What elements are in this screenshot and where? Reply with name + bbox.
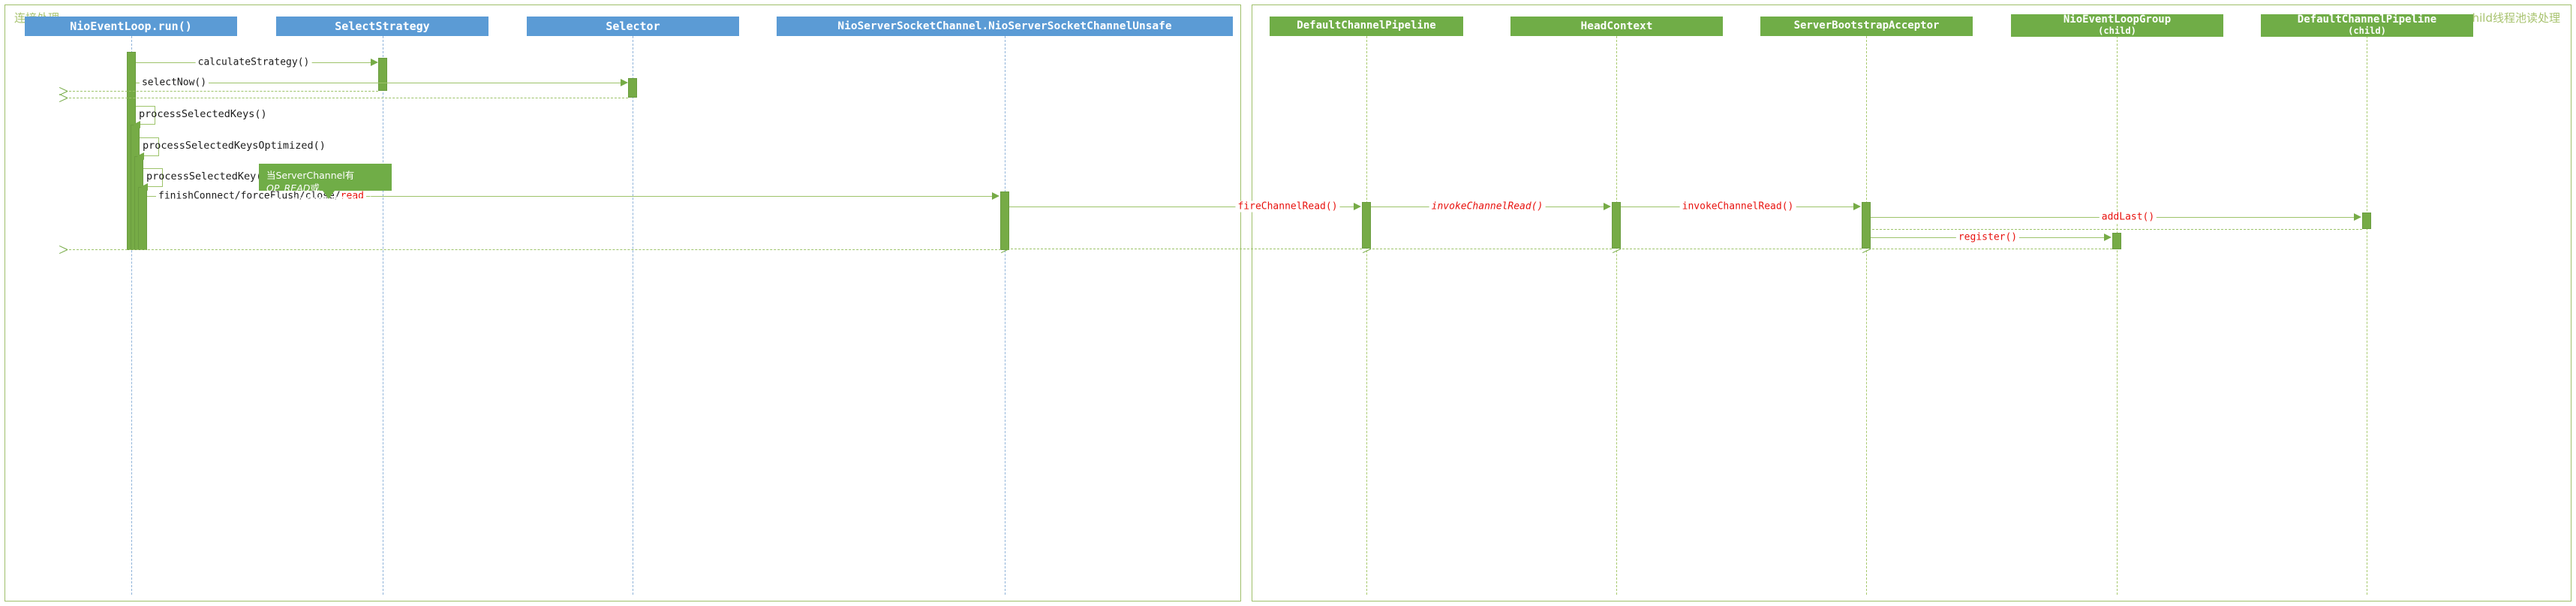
selfcall-bracket-processselectedkeysoptimized bbox=[140, 137, 159, 156]
activation-nioeventloop-nest3 bbox=[138, 187, 147, 250]
arrow-head-firechannelread-return bbox=[1009, 245, 1017, 253]
lifeline-head-serverbootstrapacceptor[interactable]: ServerBootstrapAcceptor bbox=[1760, 17, 1973, 36]
arrow-head-invokechannelread-2-return bbox=[1621, 245, 1629, 253]
lifeline-head-label: NioEventLoop.run() bbox=[70, 19, 192, 33]
panel-title-right: child线程池读处理 bbox=[2466, 11, 2560, 25]
lifeline-serverbootstrapacceptor bbox=[1866, 36, 1867, 595]
arrow-head-register-return bbox=[1871, 245, 1879, 253]
lifeline-nioeventloop-run bbox=[131, 36, 132, 595]
lifeline-head-selector[interactable]: Selector bbox=[527, 17, 739, 36]
message-label-invokechannelread-1: invokeChannelRead() bbox=[1429, 200, 1546, 213]
message-label-addlast: addLast() bbox=[2099, 211, 2157, 223]
arrow-head-processselectedkeysoptimized-return bbox=[137, 152, 144, 160]
message-label-invokechannelread-2: invokeChannelRead() bbox=[1679, 200, 1796, 213]
lifeline-head-label: Selector bbox=[606, 19, 660, 33]
arrow-head-calculatestrategy bbox=[371, 59, 378, 66]
note-line-2: OP_ACCEPT事件就会执行 read方法 bbox=[266, 194, 384, 220]
note-serverchannel-read: 当ServerChannel有 OP_READ或 OP_ACCEPT事件就会执行… bbox=[259, 164, 392, 219]
note-line1-suffix: 或 bbox=[310, 182, 320, 194]
arrow-head-processselectedkeys-return bbox=[133, 121, 140, 128]
lifeline-head-sublabel: (child) bbox=[2348, 26, 2386, 37]
message-label-finishconnect-prefix: finishConnect/forceFlush/close/ bbox=[158, 190, 341, 202]
note-line1-opread: OP_READ bbox=[266, 182, 311, 194]
activation-nioeventloopgroup-child bbox=[2112, 233, 2121, 249]
lifeline-head-label: NioServerSocketChannel.NioServerSocketCh… bbox=[837, 20, 1172, 32]
lifeline-head-nioserversocketchannel-unsafe[interactable]: NioServerSocketChannel.NioServerSocketCh… bbox=[777, 17, 1233, 36]
message-label-processselectedkeys: processSelectedKeys() bbox=[139, 108, 267, 120]
message-line-finishconnect-return bbox=[69, 249, 1001, 250]
message-label-processselectedkeysoptimized: processSelectedKeysOptimized() bbox=[143, 140, 326, 152]
activation-selectstrategy bbox=[378, 58, 387, 91]
arrow-head-addlast-return bbox=[1871, 225, 1879, 234]
arrow-head-invokechannelread-1-return bbox=[1371, 245, 1379, 253]
lifeline-head-defaultchannelpipeline[interactable]: DefaultChannelPipeline bbox=[1270, 17, 1463, 36]
selfcall-bracket-processselectedkeys bbox=[136, 106, 155, 125]
arrow-head-firechannelread bbox=[1354, 203, 1361, 210]
activation-headcontext bbox=[1612, 202, 1621, 249]
lifeline-head-label: DefaultChannelPipeline bbox=[1297, 20, 1436, 32]
lifeline-head-headcontext[interactable]: HeadContext bbox=[1510, 17, 1723, 36]
panel-connection-handling: 连接处理 bbox=[5, 5, 1241, 601]
arrow-head-addlast bbox=[2354, 213, 2361, 221]
lifeline-head-label: ServerBootstrapAcceptor bbox=[1793, 20, 1940, 32]
lifeline-defaultchannelpipeline bbox=[1366, 36, 1367, 595]
activation-selector bbox=[628, 78, 637, 98]
activation-defaultchannelpipeline-child bbox=[2362, 213, 2371, 229]
arrow-head-finishconnect bbox=[992, 192, 999, 200]
message-label-finishconnect: finishConnect/forceFlush/close/read bbox=[156, 190, 366, 202]
lifeline-head-label: HeadContext bbox=[1580, 20, 1653, 32]
message-line-finishconnect bbox=[147, 196, 993, 197]
arrow-head-selectnow-return bbox=[68, 94, 76, 102]
note-line1-prefix: 当ServerChannel有 bbox=[266, 170, 355, 181]
lifeline-head-nioeventloopgroup-child[interactable]: NioEventLoopGroup (child) bbox=[2011, 14, 2223, 37]
lifeline-head-sublabel: (child) bbox=[2098, 26, 2136, 37]
panel-child-thread-read-handling: child线程池读处理 bbox=[1252, 5, 2571, 601]
message-label-selectnow: selectNow() bbox=[139, 77, 209, 89]
lifeline-headcontext bbox=[1616, 36, 1617, 595]
arrow-head-finishconnect-return bbox=[68, 246, 76, 254]
lifeline-head-selectstrategy[interactable]: SelectStrategy bbox=[276, 17, 488, 36]
lifeline-head-label: NioEventLoopGroup bbox=[2063, 14, 2172, 26]
lifeline-head-nioeventloop-run[interactable]: NioEventLoop.run() bbox=[25, 17, 237, 36]
message-label-firechannelread: fireChannelRead() bbox=[1235, 200, 1340, 213]
arrow-head-processselectedkey-return bbox=[140, 183, 148, 191]
note-pointer bbox=[322, 191, 335, 199]
lifeline-head-defaultchannelpipeline-child[interactable]: DefaultChannelPipeline (child) bbox=[2261, 14, 2473, 37]
note-line2-mid: 事件就会执行 bbox=[320, 195, 377, 207]
note-line2-read: read bbox=[266, 208, 288, 219]
activation-defaultchannelpipeline bbox=[1362, 202, 1371, 249]
lifeline-head-label: SelectStrategy bbox=[335, 19, 430, 33]
note-line-1: 当ServerChannel有 OP_READ或 bbox=[266, 169, 384, 194]
message-line-addlast-return bbox=[1872, 229, 2362, 230]
arrow-head-selectnow bbox=[621, 79, 628, 86]
message-label-finishconnect-read: read bbox=[340, 190, 364, 202]
arrow-head-register bbox=[2104, 234, 2112, 241]
note-line2-opaccept: OP_ACCEPT bbox=[266, 195, 321, 207]
lifeline-head-label: DefaultChannelPipeline bbox=[2297, 14, 2437, 26]
selfcall-bracket-processselectedkey bbox=[143, 168, 163, 187]
message-label-calculatestrategy: calculateStrategy() bbox=[195, 56, 312, 68]
message-label-register: register() bbox=[1955, 231, 2020, 243]
activation-nioserversocketchannel-unsafe bbox=[1000, 191, 1009, 250]
message-line-calculatestrategy-return bbox=[69, 91, 378, 92]
note-line2-suffix: 方法 bbox=[287, 208, 307, 219]
arrow-head-invokechannelread-1 bbox=[1604, 203, 1611, 210]
arrow-head-invokechannelread-2 bbox=[1853, 203, 1861, 210]
lifeline-nioeventloopgroup-child bbox=[2117, 36, 2118, 595]
message-label-processselectedkey: processSelectedKey() bbox=[146, 170, 269, 182]
